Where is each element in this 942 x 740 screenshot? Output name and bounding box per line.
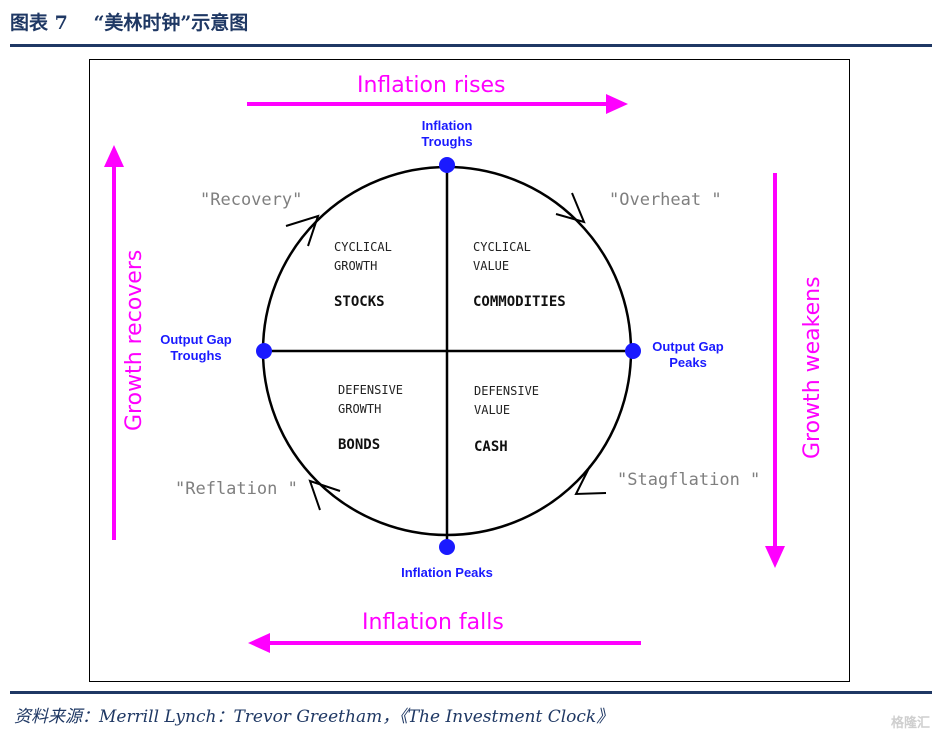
watermark-logo: 格隆汇 bbox=[890, 716, 930, 731]
quadrant-bottom-left-description: DEFENSIVE GROWTH bbox=[338, 381, 403, 418]
circle-arrow-top-right bbox=[555, 192, 586, 224]
arrow-growth-recovers-head bbox=[104, 145, 124, 167]
point-right bbox=[625, 343, 641, 359]
quadrant-top-left-line1: CYCLICAL bbox=[334, 240, 392, 254]
quadrant-top-left-asset: STOCKS bbox=[334, 294, 385, 310]
circle-arrow-bottom-left bbox=[308, 479, 341, 511]
label-growth-weakens: Growth weakens bbox=[800, 276, 825, 459]
quadrant-bottom-right-line2: VALUE bbox=[474, 402, 511, 417]
quadrant-bottom-right-description: DEFENSIVE VALUE bbox=[474, 382, 539, 419]
quadrant-bottom-left-asset: BONDS bbox=[338, 437, 381, 453]
label-output-gap-troughs: Output Gap Troughs bbox=[160, 332, 232, 364]
arrow-inflation-falls-head bbox=[248, 633, 270, 653]
quadrant-top-right-description: CYCLICAL VALUE bbox=[473, 238, 531, 275]
quadrant-bottom-left-line1: DEFENSIVE bbox=[338, 383, 404, 397]
source-note: 资料来源：Merrill Lynch：Trevor Greetham，《The … bbox=[14, 707, 614, 727]
label-phase-recovery: "Recovery" bbox=[200, 190, 303, 210]
diagram-frame bbox=[89, 59, 850, 682]
quadrant-top-right-line2: VALUE bbox=[473, 258, 510, 273]
header-divider bbox=[10, 44, 932, 47]
quadrant-bottom-left-line2: GROWTH bbox=[338, 401, 382, 416]
label-inflation-rises: Inflation rises bbox=[357, 73, 506, 98]
quadrant-top-right-line1: CYCLICAL bbox=[473, 240, 531, 254]
label-phase-reflation: "Reflation " bbox=[175, 479, 298, 499]
circle-arrow-bottom-right bbox=[574, 465, 607, 496]
arrow-growth-weakens-head bbox=[765, 546, 785, 568]
point-bottom bbox=[439, 539, 455, 555]
circle-arrow-top-left bbox=[285, 214, 320, 247]
label-inflation-peaks: Inflation Peaks bbox=[401, 565, 493, 580]
quadrant-top-left-description: CYCLICAL GROWTH bbox=[334, 238, 392, 275]
page-title: 图表 7 “美林时钟”示意图 bbox=[10, 12, 249, 34]
quadrant-bottom-right-asset: CASH bbox=[474, 439, 508, 455]
label-output-gap-peaks: Output Gap Peaks bbox=[652, 339, 724, 371]
quadrant-top-left-line2: GROWTH bbox=[334, 258, 378, 273]
label-inflation-troughs: Inflation Troughs bbox=[421, 118, 473, 150]
quadrant-bottom-right-line1: DEFENSIVE bbox=[474, 384, 540, 398]
label-inflation-falls: Inflation falls bbox=[362, 610, 504, 635]
label-growth-recovers: Growth recovers bbox=[122, 249, 147, 431]
point-left bbox=[256, 343, 272, 359]
quadrant-top-right-asset: COMMODITIES bbox=[473, 294, 566, 310]
label-phase-overheat: "Overheat " bbox=[609, 190, 722, 210]
label-phase-stagflation: "Stagflation " bbox=[617, 470, 761, 490]
point-top bbox=[439, 157, 455, 173]
arrow-inflation-rises-head bbox=[606, 94, 628, 114]
footer-divider bbox=[10, 691, 932, 694]
